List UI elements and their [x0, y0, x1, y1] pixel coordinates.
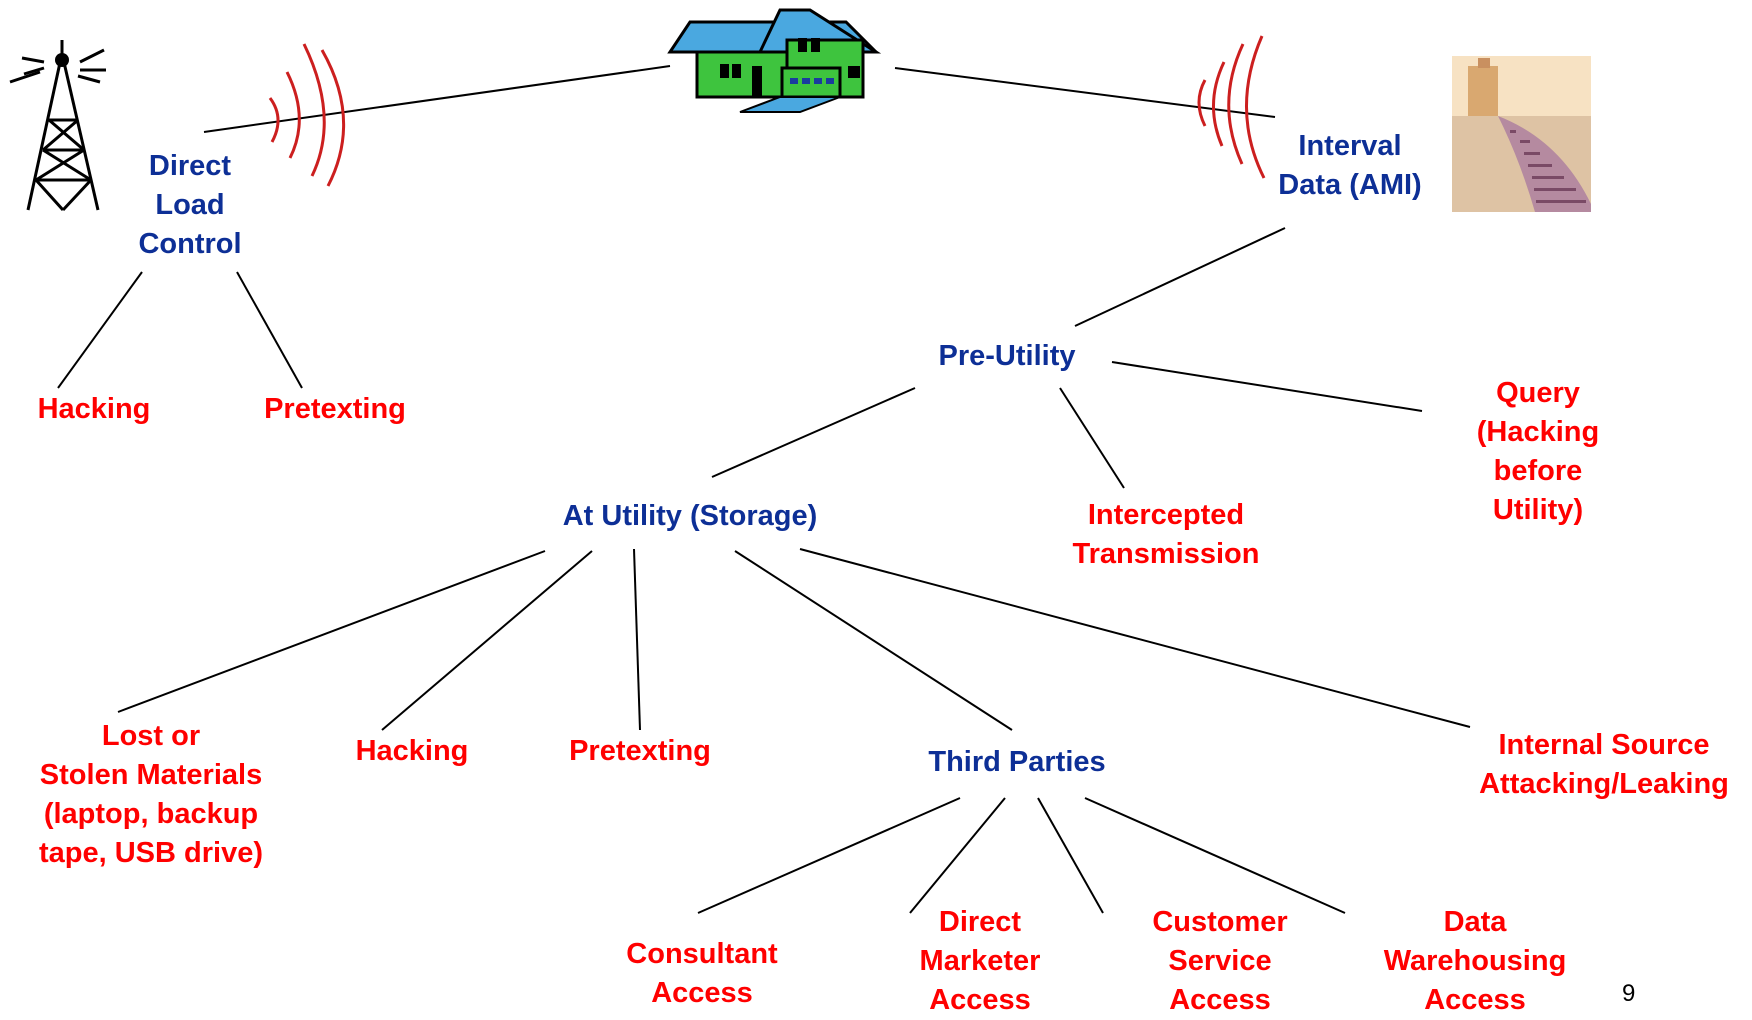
- dlc-pretexting-label: Pretexting: [264, 393, 406, 425]
- internal-source-label: Internal Source Attacking/Leaking: [1479, 729, 1729, 800]
- edge-dlc-house: [203, 65, 671, 133]
- query-label: Query (Hacking before Utility): [1476, 377, 1600, 526]
- edge-tp-consultant: [697, 797, 961, 914]
- pre-utility-label: Pre-Utility: [938, 340, 1076, 372]
- house-icon: [667, 8, 882, 113]
- edge-dlc-hacking: [57, 271, 143, 389]
- edge-atutility-lost: [117, 550, 546, 713]
- intercepted-transmission-label: Intercepted Transmission: [1072, 499, 1260, 570]
- lost-stolen-materials-label: Lost or Stolen Materials (laptop, backup…: [39, 720, 263, 869]
- direct-load-control-label: Direct Load Control: [138, 150, 242, 260]
- edge-atutility-thirdparties: [734, 550, 1013, 731]
- edge-preutility-query: [1111, 361, 1423, 412]
- tower-beacon: [55, 53, 69, 67]
- edge-atutility-internal: [799, 548, 1471, 728]
- edge-tp-warehousing: [1084, 797, 1346, 914]
- edge-atutility-pretexting: [633, 548, 641, 731]
- edge-tp-marketer: [909, 797, 1006, 914]
- direct-marketer-access-label: Direct Marketer Access: [919, 906, 1041, 1016]
- signal-waves-right-icon: [1197, 35, 1266, 179]
- edge-preutility-intercepted: [1059, 387, 1125, 489]
- customer-service-access-label: Customer Service Access: [1152, 906, 1288, 1016]
- edge-tp-customer: [1037, 797, 1104, 914]
- radio-tower-icon: [9, 40, 106, 212]
- consultant-access-label: Consultant Access: [626, 938, 778, 1009]
- at-utility-label: At Utility (Storage): [562, 500, 818, 532]
- data-building-icon: [1452, 56, 1591, 212]
- dlc-hacking-label: Hacking: [37, 393, 151, 425]
- signal-waves-left-icon: [268, 43, 346, 187]
- edge-interval-preutility: [1074, 227, 1286, 327]
- edge-atutility-hacking: [381, 550, 593, 731]
- page-number: 9: [1622, 980, 1636, 1007]
- data-warehousing-access-label: Data Warehousing Access: [1383, 906, 1567, 1016]
- edge-preutility-atutility: [711, 387, 916, 478]
- edge-house-interval: [894, 67, 1276, 118]
- third-parties-label: Third Parties: [928, 746, 1106, 778]
- interval-data-label: Interval Data (AMI): [1278, 130, 1422, 201]
- at-utility-pretexting-label: Pretexting: [569, 735, 711, 767]
- at-utility-hacking-label: Hacking: [355, 735, 469, 767]
- edge-dlc-pretexting: [236, 271, 303, 389]
